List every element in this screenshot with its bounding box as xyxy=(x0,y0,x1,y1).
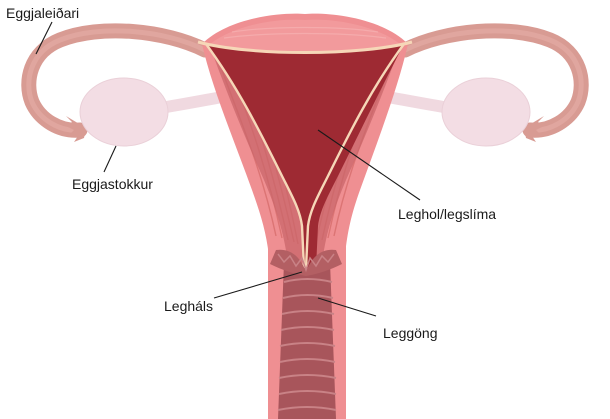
left-ovarian-ligament xyxy=(160,96,228,108)
uterine-cavity xyxy=(206,44,404,268)
label-vagina: Leggöng xyxy=(383,325,438,341)
label-ovary: Eggjastokkur xyxy=(72,176,153,192)
right-ovary xyxy=(442,78,530,146)
label-fallopian-tube: Eggjaleiðari xyxy=(6,5,79,21)
uterus xyxy=(198,14,412,268)
left-ovary xyxy=(80,78,168,146)
label-cervix: Legháls xyxy=(164,298,213,314)
leader-ovary xyxy=(104,146,116,172)
label-uterine-cavity: Leghol/legslíma xyxy=(398,206,496,222)
